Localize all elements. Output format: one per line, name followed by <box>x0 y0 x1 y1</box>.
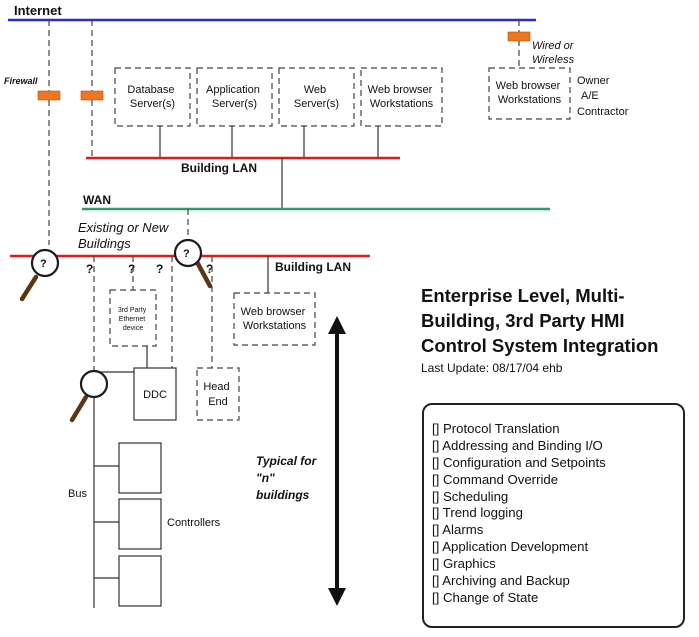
head-end-text: Head End <box>203 381 232 408</box>
magnifier-qmark-2: ? <box>183 248 190 260</box>
lower-web-browser-text: Web browser Workstations <box>241 306 309 332</box>
application-line1: Application <box>206 84 260 96</box>
controllers-label: Controllers <box>167 517 221 529</box>
remote-web-browser-text: Web browser Workstations <box>496 80 564 106</box>
capability-checklist: [] Protocol Translation[] Addressing and… <box>422 403 685 628</box>
third-party-line2: Ethernet <box>119 316 146 323</box>
checklist-item: [] Addressing and Binding I/O <box>432 437 603 453</box>
wireless-link-icon <box>507 31 531 42</box>
lower-web-browser-box <box>233 292 316 346</box>
head-end-line2: End <box>208 396 228 408</box>
database-server-box <box>114 67 191 127</box>
wireless-label: Wireless <box>532 54 575 66</box>
typical-line1: Typical for <box>256 454 318 468</box>
wired-label: Wired or <box>532 40 575 52</box>
lower-wb-line1: Web browser <box>241 306 306 318</box>
head-end-line1: Head <box>203 381 229 393</box>
remote-wb-line2: Workstations <box>498 94 562 106</box>
remote-wb-line1: Web browser <box>496 80 561 92</box>
typical-line2: "n" <box>256 471 275 485</box>
title-line1: Enterprise Level, Multi- <box>421 285 625 306</box>
firewall-icon <box>37 90 61 101</box>
qmark-3: ? <box>128 262 135 276</box>
database-line2: Server(s) <box>130 98 175 110</box>
internet-label: Internet <box>14 3 62 18</box>
existing-or-new-label: Existing or New Buildings <box>78 220 172 251</box>
ddc-box <box>133 367 177 421</box>
application-line2: Server(s) <box>212 98 257 110</box>
web-server-line1: Web <box>304 84 326 96</box>
checklist-item: [] Trend logging <box>432 505 523 521</box>
bus-label: Bus <box>68 488 87 500</box>
wired-or-wireless-label: Wired or Wireless <box>532 40 577 66</box>
third-party-device-text: 3rd Party Ethernet device <box>118 307 148 332</box>
wan-label: WAN <box>83 193 111 207</box>
checklist-item: [] Configuration and Setpoints <box>432 454 606 470</box>
checklist-item: [] Protocol Translation <box>432 421 560 436</box>
contractor-label: Contractor <box>577 106 629 118</box>
qmark-2: ? <box>86 262 93 276</box>
owner-group-label: Owner A/E Contractor <box>577 75 629 118</box>
existing-line2: Buildings <box>78 236 131 251</box>
remote-web-browser-box <box>488 67 571 120</box>
magnifier-icon-2 <box>173 238 213 289</box>
last-update-label: Last Update: 08/17/04 ehb <box>421 361 563 375</box>
head-end-box <box>196 367 240 421</box>
top-building-lan-label: Building LAN <box>181 161 257 175</box>
checklist-item: [] Archiving and Backup <box>432 573 570 589</box>
database-line1: Database <box>127 84 174 96</box>
application-server-box <box>196 67 273 127</box>
third-party-line1: 3rd Party <box>118 307 147 314</box>
firewall-label: Firewall <box>4 76 38 86</box>
title-line2: Building, 3rd Party HMI <box>421 310 625 331</box>
typical-line3: buildings <box>256 488 310 502</box>
third-party-line3: device <box>123 325 143 332</box>
web-server-box <box>278 67 355 127</box>
controller-box-3 <box>118 555 162 607</box>
top-wb-line1: Web browser <box>368 84 433 96</box>
lower-building-lan-label: Building LAN <box>275 260 351 274</box>
title-line3: Control System Integration <box>421 335 658 356</box>
lower-wb-line2: Workstations <box>243 320 307 332</box>
checklist-items: [] Protocol Translation[] Addressing and… <box>432 421 683 607</box>
controller-box-1 <box>118 442 162 494</box>
router-icon <box>80 90 104 101</box>
qmark-4: ? <box>156 262 163 276</box>
diagram-title: Enterprise Level, Multi- Building, 3rd P… <box>421 285 658 356</box>
typical-label: Typical for "n" buildings <box>256 454 320 502</box>
ddc-label: DDC <box>143 389 167 401</box>
database-server-text: Database Server(s) <box>127 84 177 110</box>
checklist-item: [] Change of State <box>432 589 539 605</box>
checklist-item: [] Application Development <box>432 539 589 555</box>
qmark-5: ? <box>206 262 213 276</box>
checklist-item: [] Graphics <box>432 556 496 572</box>
magnifier-qmark-1: ? <box>40 258 47 270</box>
application-server-text: Application Server(s) <box>206 84 263 110</box>
top-web-browser-text: Web browser Workstations <box>368 84 436 110</box>
checklist-item: [] Command Override <box>432 471 559 487</box>
top-web-browser-box <box>360 67 443 127</box>
magnifier-icon-3 <box>69 369 109 423</box>
checklist-item: [] Scheduling <box>432 488 509 504</box>
ae-label: A/E <box>581 90 599 102</box>
magnifier-icon-1 <box>19 248 60 302</box>
typical-arrow-down-head <box>328 588 346 606</box>
controller-box-2 <box>118 498 162 550</box>
third-party-device-box <box>109 289 157 347</box>
checklist-item: [] Alarms <box>432 522 484 538</box>
owner-label: Owner <box>577 75 610 87</box>
existing-line1: Existing or New <box>78 220 170 235</box>
typical-arrow-up-head <box>328 316 346 334</box>
web-server-text: Web Server(s) <box>294 84 339 110</box>
web-server-line2: Server(s) <box>294 98 339 110</box>
top-wb-line2: Workstations <box>370 98 434 110</box>
